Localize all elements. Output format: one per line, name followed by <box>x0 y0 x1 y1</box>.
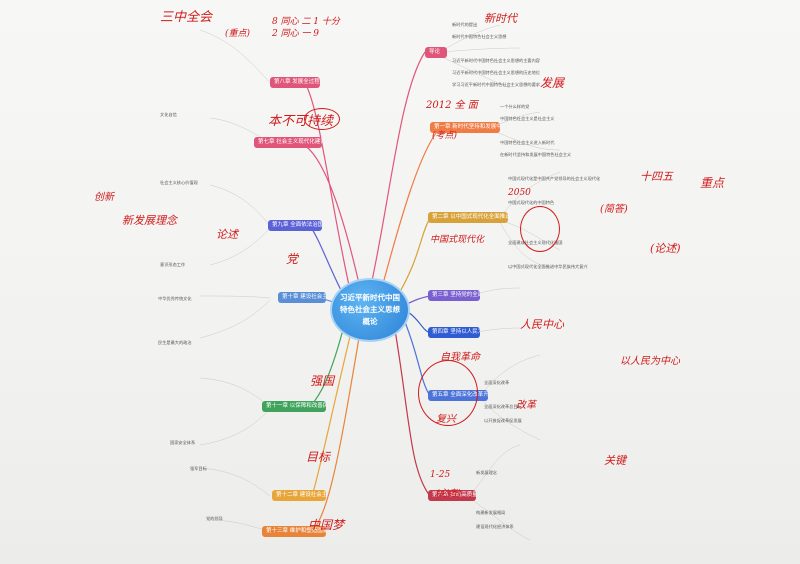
leaf-node[interactable]: 意识形态工作 <box>160 262 186 267</box>
leaf-node[interactable]: 强军目标 <box>190 466 207 471</box>
central-topic-label: 习近平新时代中国特色社会主义思想概论 <box>340 293 400 326</box>
leaf-node[interactable]: 中华优秀传统文化 <box>158 296 192 301</box>
handwritten-note: 三中全会 <box>160 10 213 25</box>
handwritten-note: 论述 <box>216 228 238 241</box>
branch-ch4[interactable]: 第四章 坚持以人民为中心 <box>428 327 480 338</box>
handwritten-note: 中国式现代化 <box>430 235 485 245</box>
handwritten-note: 自我革命 <box>440 352 480 363</box>
handwritten-note: 党 <box>286 252 299 266</box>
handwritten-note: 2012 全 面 <box>426 100 478 111</box>
branch-ch10[interactable]: 第十章 建设社会主义文化强国 <box>278 292 326 303</box>
handwritten-note: 关键 <box>604 454 626 467</box>
leaf-node[interactable]: 党的领导 <box>206 516 223 521</box>
branch-ch6[interactable]: 第六章 推动高质量发展 <box>428 490 476 501</box>
handwritten-note: (论述) <box>650 242 681 255</box>
handwritten-circle <box>520 206 560 252</box>
handwritten-circle <box>418 360 478 426</box>
leaf-node[interactable]: 国家安全体系 <box>170 440 196 445</box>
leaf-node[interactable]: 以开放促改革促发展 <box>484 418 522 423</box>
branch-ch12[interactable]: 第十二章 建设社会主义生态文明 <box>272 490 326 501</box>
leaf-node[interactable]: 中国式现代化是中国共产党领导的社会主义现代化 <box>508 176 601 181</box>
handwritten-note: 目标 <box>306 450 331 464</box>
leaf-node[interactable]: 中国式现代化的中国特色 <box>508 200 555 205</box>
leaf-node[interactable]: 一个什么样的党 <box>500 104 530 109</box>
leaf-node[interactable]: 新时代中国特色社会主义思想 <box>452 34 507 39</box>
leaf-node[interactable]: 新时代的提出 <box>452 22 478 27</box>
leaf-node[interactable]: 在新时代坚持和发展中国特色社会主义 <box>500 152 572 157</box>
handwritten-note: (简答) <box>600 204 628 215</box>
handwritten-note: (考点) <box>432 131 458 141</box>
handwritten-note: (重点) <box>225 29 251 39</box>
branch-ch3[interactable]: 第三章 坚持党的全面领导 <box>428 290 480 301</box>
handwritten-note: (必考) <box>436 489 462 499</box>
leaf-node[interactable]: 以中国式现代化全面推进中华民族伟大复兴 <box>508 264 588 269</box>
branch-ch13[interactable]: 第十三章 维护和塑造国家安全 <box>262 526 326 537</box>
leaf-node[interactable]: 习近平新时代中国特色社会主义思想的主要内容 <box>452 58 540 63</box>
branch-intro[interactable]: 导论 <box>425 47 447 58</box>
leaf-node[interactable]: 中国特色社会主义是社会主义 <box>500 116 555 121</box>
leaf-node[interactable]: 学习习近平新时代中国特色社会主义思想的要求 <box>452 82 540 87</box>
central-topic[interactable]: 习近平新时代中国特色社会主义思想概论 <box>332 280 408 340</box>
handwritten-note: 8 同心 二 1 十分 <box>272 17 340 27</box>
leaf-node[interactable]: 全面深化改革总目标 <box>484 404 522 409</box>
leaf-node[interactable]: 全面深化改革 <box>484 380 510 385</box>
leaf-node[interactable]: 民生是最大的政治 <box>158 340 192 345</box>
branch-ch2[interactable]: 第二章 以中国式现代化全面推进中华民族伟大复兴 <box>428 212 508 223</box>
handwritten-note: 1-25 <box>430 470 451 480</box>
leaf-node[interactable]: 社会主义核心价值观 <box>160 180 198 185</box>
leaf-node[interactable]: 新发展理念 <box>476 470 497 475</box>
branch-ch8[interactable]: 第八章 发展全过程人民民主 <box>270 77 320 88</box>
handwritten-note: 重点 <box>700 176 725 190</box>
branch-ch11[interactable]: 第十一章 以保障和改善民生为重点加强社会建设 <box>262 401 326 412</box>
handwritten-circle <box>304 108 340 130</box>
handwritten-note: 改革 <box>516 400 536 411</box>
handwritten-note: 强国 <box>310 374 335 388</box>
handwritten-note: 以人民为中心 <box>620 356 680 367</box>
handwritten-note: 新时代 <box>484 12 517 25</box>
handwritten-note: 新发展理念 <box>122 214 177 227</box>
handwritten-note: 人民中心 <box>520 318 564 331</box>
leaf-node[interactable]: 文化自信 <box>160 112 177 117</box>
leaf-node[interactable]: 习近平新时代中国特色社会主义思想的历史地位 <box>452 70 540 75</box>
handwritten-note: 2 同心 一 9 <box>272 29 320 39</box>
leaf-node[interactable]: 中国特色社会主义进入新时代 <box>500 140 555 145</box>
handwritten-note: 中国梦 <box>308 518 345 532</box>
handwritten-note: 发展 <box>540 76 565 90</box>
leaf-node[interactable]: 构建新发展格局 <box>476 510 506 515</box>
leaf-node[interactable]: 建设现代化经济体系 <box>476 524 514 529</box>
handwritten-note: 创新 <box>94 192 114 203</box>
branch-ch7[interactable]: 第七章 社会主义现代化建设的教育、科技、人才战略 <box>254 137 322 148</box>
handwritten-note: 十四五 <box>640 170 673 183</box>
branch-ch1[interactable]: 第一章 新时代坚持和发展中国特色社会主义 <box>430 122 500 133</box>
branch-ch9[interactable]: 第九章 全面依法治国 <box>268 220 322 231</box>
handwritten-note: 2050 <box>508 188 531 198</box>
